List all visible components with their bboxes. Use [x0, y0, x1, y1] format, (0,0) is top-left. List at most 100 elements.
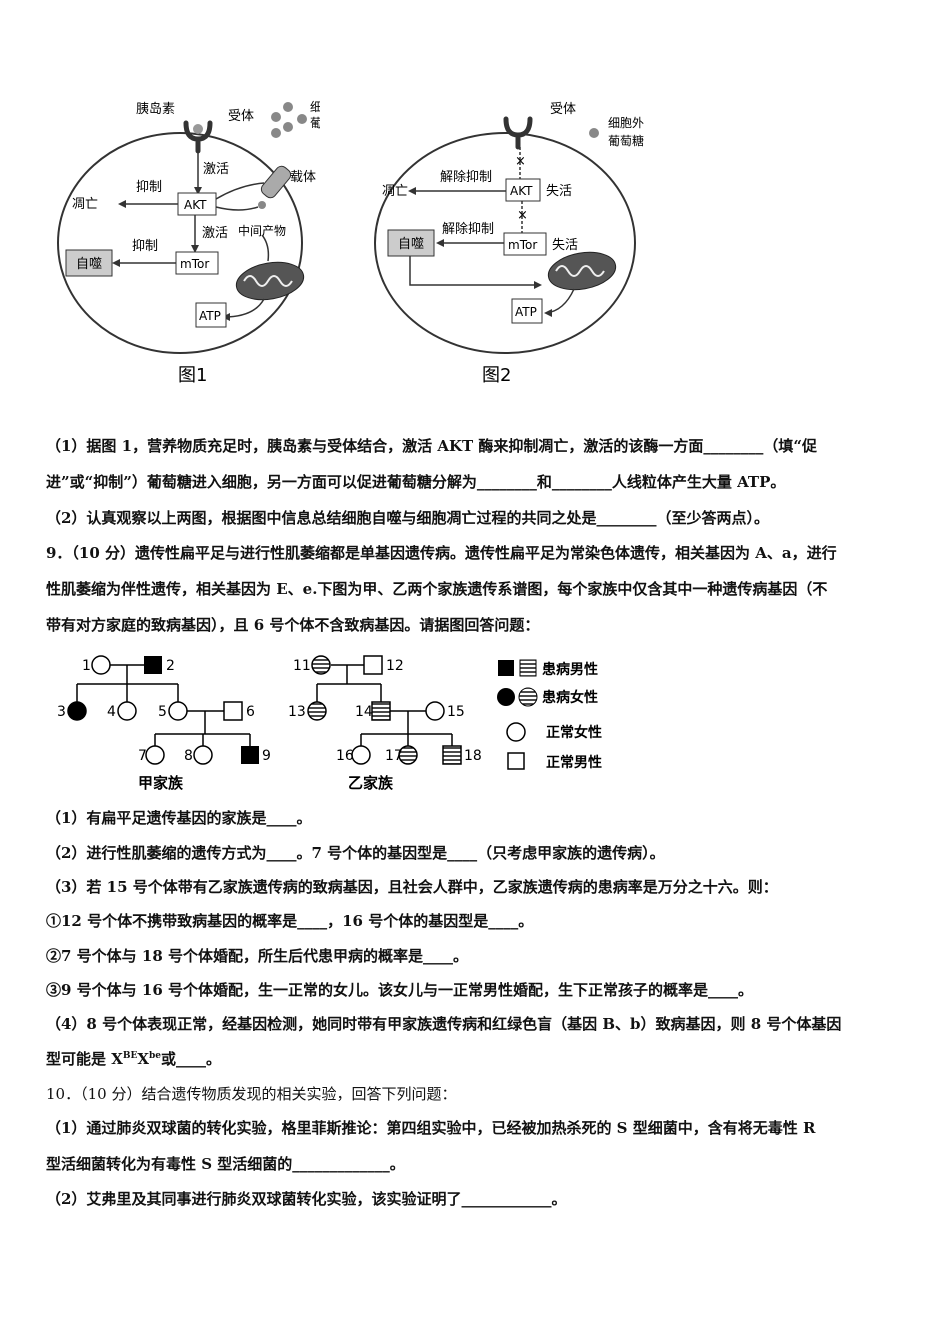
q4-sup-1: BE	[122, 1051, 138, 1061]
akt-box	[505, 178, 541, 202]
individual-6	[223, 701, 243, 721]
id-8: 8	[184, 748, 193, 764]
id-11: 11	[293, 658, 311, 674]
q9-intro-line1: 9．（10 分）遗传性扁平足与进行性肌萎缩都是单基因遗传病。遗传性扁平足为常染色…	[46, 544, 837, 562]
inactive-label-2: 失活	[552, 238, 578, 253]
q9-intro-line2: 性肌萎缩为伴性遗传，相关基因为 E、e.下图为甲、乙两个家族遗传系谱图，每个家族…	[46, 580, 828, 598]
insulin-label: 胰岛素	[136, 101, 175, 117]
individual-2	[144, 656, 162, 674]
individual-9	[241, 746, 259, 764]
id-2: 2	[166, 658, 175, 674]
activate-label: 激活	[203, 162, 229, 177]
apoptosis-label: 凋亡	[382, 184, 408, 199]
id-12: 12	[386, 658, 404, 674]
carrier-label: 载体	[290, 170, 316, 185]
individual-17	[398, 745, 418, 765]
individual-11	[311, 655, 331, 675]
q9-question-4-line1: （4）8 号个体表现正常，经基因检测，她同时带有甲家族遗传病和红绿色盲（基因 B…	[46, 1015, 842, 1033]
q10-question-1-line1: （1）通过肺炎双球菌的转化实验，格里菲斯推论：第四组实验中，已经被加热杀死的 S…	[46, 1119, 816, 1137]
cell-membrane	[374, 132, 636, 354]
q9-question-3: （3）若 15 号个体带有乙家族遗传病的致病基因，且社会人群中，乙家族遗传病的患…	[46, 878, 778, 896]
mitochondrion-icon	[547, 251, 617, 291]
id-3: 3	[57, 704, 66, 720]
intermediate-label: 中间产物	[238, 223, 286, 238]
legend-affected-female-hatched-icon	[518, 687, 538, 707]
individual-4	[117, 701, 137, 721]
family-b-ids: 11 12 13 14 15 16 17 18	[288, 658, 482, 764]
id-1: 1	[82, 658, 91, 674]
id-5: 5	[158, 704, 167, 720]
id-16: 16	[336, 748, 354, 764]
inhibit-label: 抑制	[136, 180, 162, 195]
glucose-label-1: 细胞外	[310, 100, 320, 114]
individual-8	[193, 745, 213, 765]
receptor-label: 受体	[228, 109, 254, 124]
carrier-icon	[260, 165, 292, 199]
insulin-icon	[193, 124, 203, 134]
atp-box	[511, 298, 543, 324]
legend-affected-male: 患病男性	[542, 661, 598, 678]
inactive-label: 失活	[546, 184, 572, 199]
id-13: 13	[288, 704, 306, 720]
release-inhibit-label-2: 解除抑制	[442, 222, 494, 237]
legend-normal-male-icon	[507, 752, 525, 770]
activate-label-2: 激活	[202, 226, 228, 241]
individual-16	[351, 745, 371, 765]
glucose-dot-icon	[589, 128, 599, 138]
autophagy-label: 自噬	[76, 257, 102, 272]
inhibit-label-2: 抑制	[132, 239, 158, 254]
receptor-icon	[503, 116, 533, 150]
pedigree-chart: 1 2 3 4 5 6 7 8 9 甲家族 11 12 13 14 15 16 …	[57, 655, 602, 792]
legend-normal-female: 正常女性	[546, 724, 602, 741]
autophagy-label: 自噬	[398, 237, 424, 252]
q9-question-2: （2）进行性肌萎缩的遗传方式为____。7 号个体的基因型是____（只考虑甲家…	[46, 844, 665, 862]
id-4: 4	[107, 704, 116, 720]
mtor-box	[503, 232, 547, 256]
release-inhibit-label: 解除抑制	[440, 170, 492, 185]
individual-7	[145, 745, 165, 765]
figure-1-caption: 图1	[178, 365, 207, 386]
apoptosis-label: 凋亡	[72, 197, 98, 212]
id-14: 14	[355, 704, 373, 720]
legend-affected-male-hatched-icon	[519, 659, 537, 677]
individual-3	[67, 701, 87, 721]
autophagy-box	[65, 249, 113, 277]
id-7: 7	[138, 748, 147, 764]
akt-label: AKT	[510, 184, 533, 198]
cell-membrane	[57, 132, 303, 354]
q10-intro: 10．（10 分）结合遗传物质发现的相关实验，回答下列问题：	[46, 1085, 457, 1103]
q8-part2: （2）认真观察以上两图，根据图中信息总结细胞自噬与细胞凋亡过程的共同之处是___…	[46, 509, 769, 527]
individual-13	[307, 701, 327, 721]
q4-sup-2: be	[148, 1051, 162, 1061]
figure-2: 受体 细胞外 葡萄糖 × AKT 失活 解除抑制 凋亡 × mTor 失活 解除…	[374, 102, 644, 386]
glucose-label-1: 细胞外	[608, 116, 644, 130]
glucose-label-2: 葡萄糖	[310, 115, 320, 130]
q9-question-3a: ①12 号个体不携带致病基因的概率是____，16 号个体的基因型是____。	[46, 912, 534, 930]
akt-label: AKT	[184, 198, 207, 212]
q10-question-2: （2）艾弗里及其同事进行肺炎双球菌转化实验，该实验证明了____________…	[46, 1190, 567, 1208]
figure-2-caption: 图2	[482, 365, 511, 386]
individual-15	[425, 701, 445, 721]
id-9: 9	[262, 748, 271, 764]
mtor-label: mTor	[180, 257, 209, 271]
id-6: 6	[246, 704, 255, 720]
q9-question-1: （1）有扁平足遗传基因的家族是____。	[46, 809, 312, 827]
q4-mid: X	[137, 1050, 149, 1068]
q4-suffix: 或____。	[161, 1050, 222, 1068]
figure-1: 胰岛素 受体 细胞外 葡萄糖 载体 激活 AKT 抑制 凋亡 中间产物 激活 m…	[57, 100, 320, 386]
legend-affected-female: 患病女性	[542, 689, 598, 706]
legend-affected-female-solid-icon	[497, 688, 515, 706]
legend-normal-male: 正常男性	[546, 754, 602, 771]
receptor-icon	[183, 120, 213, 154]
q8-part1-line2: 进”或“抑制”）葡萄糖进入细胞，另一方面可以促进葡萄糖分解为________和_…	[46, 473, 786, 491]
mtor-label: mTor	[508, 238, 537, 252]
block-mark-icon: ×	[515, 154, 526, 169]
id-18: 18	[464, 748, 482, 764]
glucose-dots-icon	[271, 102, 307, 138]
individual-1	[91, 655, 111, 675]
family-a-ids: 1 2 3 4 5 6 7 8 9	[57, 658, 271, 764]
atp-label: ATP	[199, 309, 221, 323]
receptor-label: 受体	[550, 102, 576, 117]
individual-14	[371, 701, 391, 721]
individual-12	[363, 655, 383, 675]
